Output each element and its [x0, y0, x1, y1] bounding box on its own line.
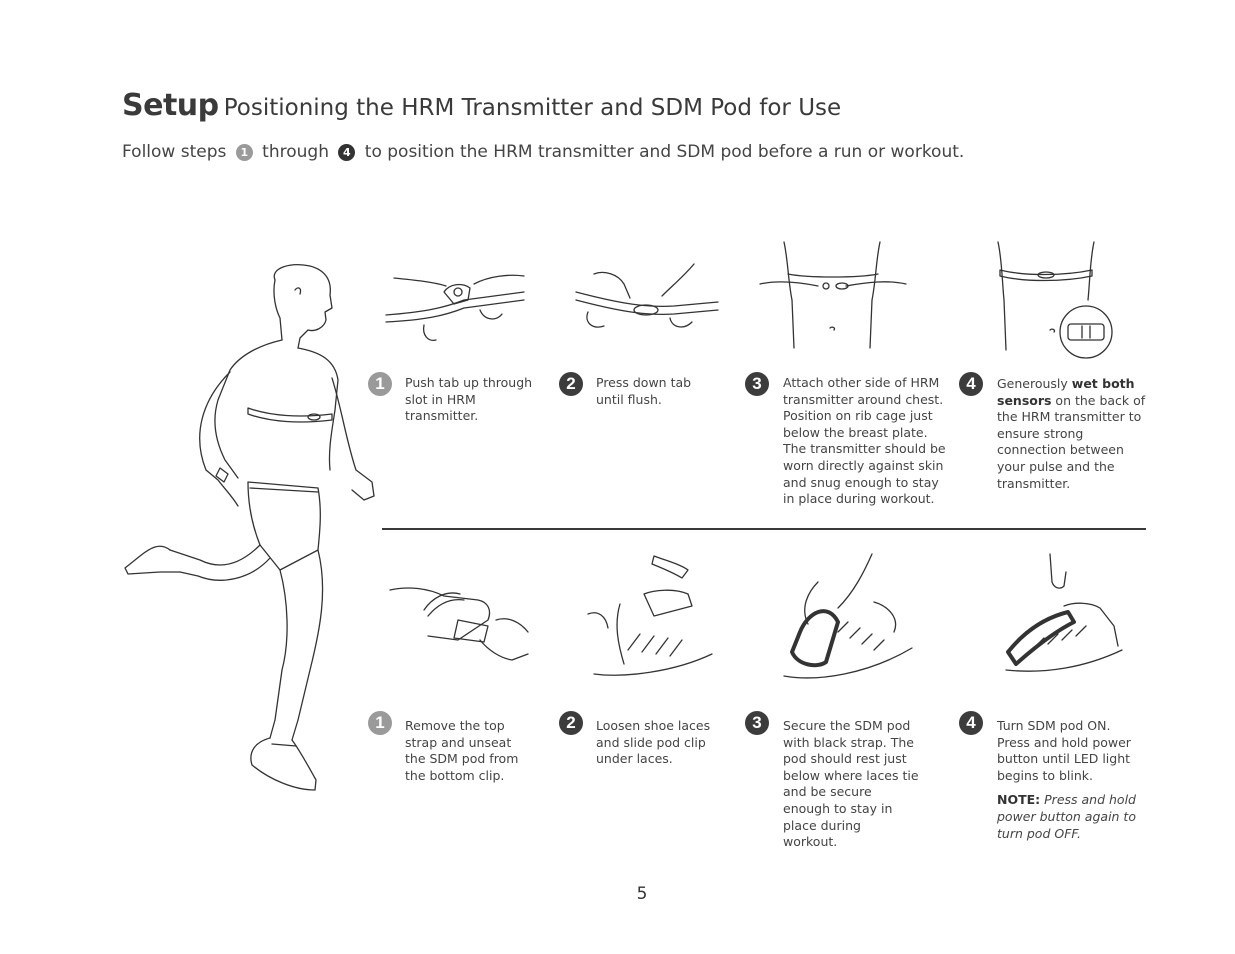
hrm-step-1-badge: 1: [368, 372, 392, 396]
sdm-step-4-text: Turn SDM pod ON. Press and hold power bu…: [997, 718, 1147, 842]
sdm-step-3-illustration: [783, 553, 913, 679]
hrm-step-1-text: Push tab up through slot in HRM transmit…: [405, 375, 533, 424]
hrm-step-3-badge: 3: [745, 372, 769, 396]
hrm-step-2-text: Press down tab until flush.: [596, 375, 692, 407]
page-title: Setup Positioning the HRM Transmitter an…: [122, 88, 841, 123]
sdm-step-2-badge: 2: [559, 711, 583, 735]
hrm-step-1-illustration: [385, 274, 525, 341]
page-number: 5: [636, 884, 648, 904]
hrm-step-4-text-pre: Generously: [997, 376, 1072, 391]
sdm-step-3-badge: 3: [745, 711, 769, 735]
hrm-step-4-badge: 4: [959, 372, 983, 396]
sdm-step-2-text: Loosen shoe laces and slide pod clip und…: [596, 718, 711, 767]
sdm-step-2-illustration: [587, 555, 713, 676]
hrm-step-4-text-bold: wet both sensors: [997, 376, 1135, 408]
hrm-step-4-text-post: on the back of the HRM transmitter to en…: [997, 392, 1146, 491]
step-end-badge: 4: [338, 144, 356, 161]
sdm-step-1-text: Remove the top strap and unseat the SDM …: [405, 718, 519, 783]
hrm-step-3-illustration: [759, 241, 907, 349]
note-text: Press and hold power button again to tur…: [997, 792, 1136, 841]
intro-text: Follow steps 1 through 4 to position the…: [122, 142, 964, 162]
hrm-step-4-illustration: [997, 241, 1113, 359]
sdm-step-4-note: NOTE: Press and hold power button again …: [997, 792, 1147, 842]
sdm-step-1-badge: 1: [368, 711, 392, 735]
sdm-step-4-badge: 4: [959, 711, 983, 735]
hrm-step-3-text: Attach other side of HRM transmitter aro…: [783, 375, 946, 507]
sdm-step-1-illustration: [389, 587, 529, 661]
sdm-step-4-illustration: [1005, 553, 1123, 672]
note-label: NOTE:: [997, 792, 1041, 808]
intro-prefix: Follow steps: [122, 142, 227, 162]
title-subtitle: Positioning the HRM Transmitter and SDM …: [223, 95, 842, 121]
hrm-step-2-illustration: [575, 263, 719, 328]
runner-illustration: [124, 264, 375, 791]
intro-middle: through: [262, 142, 329, 162]
step-start-badge: 1: [235, 144, 253, 161]
hrm-step-2-badge: 2: [559, 372, 583, 396]
hrm-step-4-text: Generously wet both sensors on the back …: [997, 376, 1147, 492]
sdm-step-3-text: Secure the SDM pod with black strap. The…: [783, 718, 919, 850]
intro-suffix: to position the HRM transmitter and SDM …: [364, 142, 965, 162]
title-bold: Setup: [122, 88, 219, 123]
sdm-step-4-main: Turn SDM pod ON. Press and hold power bu…: [997, 718, 1131, 783]
section-divider: [382, 528, 1146, 530]
